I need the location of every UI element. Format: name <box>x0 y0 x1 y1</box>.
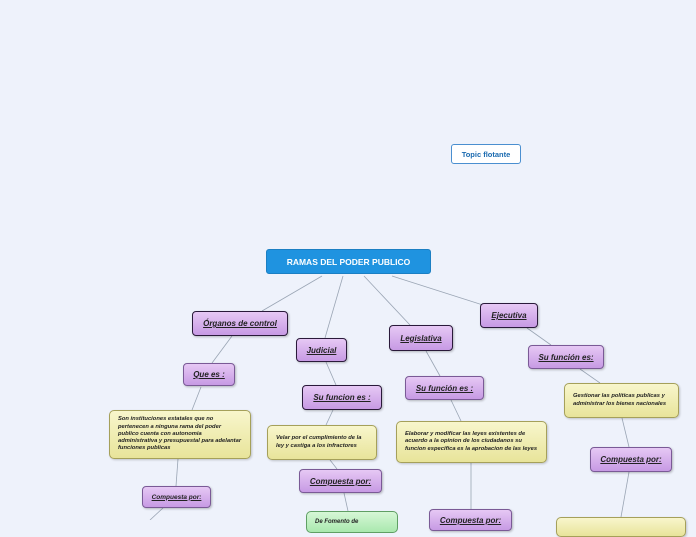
connector-root-judicial <box>324 275 344 339</box>
connector-judicial-funcion <box>325 361 337 386</box>
connector-legislativa-funcion <box>425 350 441 377</box>
central-topic[interactable]: RAMAS DEL PODER PUBLICO <box>266 249 431 274</box>
connector-compuesta-down-ej <box>620 471 630 518</box>
connector-def-compuesta <box>175 458 179 487</box>
ejecutiva-compuesta-por[interactable]: Compuesta por: <box>590 447 672 472</box>
connector-desc-compuesta-ej <box>621 417 630 448</box>
legislativa-partial-node[interactable]: Compuesta por: <box>429 509 512 531</box>
connector-funcion-desc <box>325 409 334 426</box>
connector-root-organos <box>261 275 323 312</box>
connector-lines <box>149 275 630 520</box>
branch-judicial[interactable]: Judicial <box>296 338 347 362</box>
legislativa-description[interactable]: Elaborar y modificar las leyes existente… <box>396 421 547 463</box>
connector-root-legislativa <box>363 275 411 326</box>
connector-quees-def <box>191 386 202 411</box>
mind-map-canvas: Topic flotante RAMAS DEL PODER PUBLICO Ó… <box>109 144 686 537</box>
organos-compuesta-por[interactable]: Compuesta por: <box>142 486 211 508</box>
organos-que-es[interactable]: Que es : <box>183 363 235 386</box>
ejecutiva-description[interactable]: Gestionar las politicas publicas y admin… <box>564 383 679 418</box>
legislativa-funcion[interactable]: Su función es : <box>405 376 484 400</box>
ejecutiva-partial-node[interactable] <box>556 517 686 537</box>
ejecutiva-funcion[interactable]: Su función es: <box>528 345 604 369</box>
organos-definition[interactable]: Son instituciones estatales que no perte… <box>109 410 251 459</box>
connector-root-ejecutiva <box>391 275 487 307</box>
connector-funcion-desc-ej <box>579 368 601 384</box>
connector-desc-compuesta <box>329 459 338 470</box>
connector-compuesta-green <box>343 492 349 512</box>
judicial-partial-node[interactable]: De Fomento de <box>306 511 398 533</box>
branch-organos-de-control[interactable]: Órganos de control <box>192 311 288 336</box>
connector-funcion-desc-leg <box>450 399 462 422</box>
connector-ejecutiva-funcion <box>526 327 552 346</box>
connector-compuesta-down <box>149 507 164 520</box>
branch-legislativa[interactable]: Legislativa <box>389 325 453 351</box>
branch-ejecutiva[interactable]: Ejecutiva <box>480 303 538 328</box>
judicial-compuesta-por[interactable]: Compuesta por: <box>299 469 382 493</box>
floating-topic[interactable]: Topic flotante <box>451 144 521 164</box>
judicial-funcion[interactable]: Su funcion es : <box>302 385 382 410</box>
connector-organos-quees <box>211 335 233 364</box>
judicial-description[interactable]: Velar por el cumplimiento de la ley y ca… <box>267 425 377 460</box>
